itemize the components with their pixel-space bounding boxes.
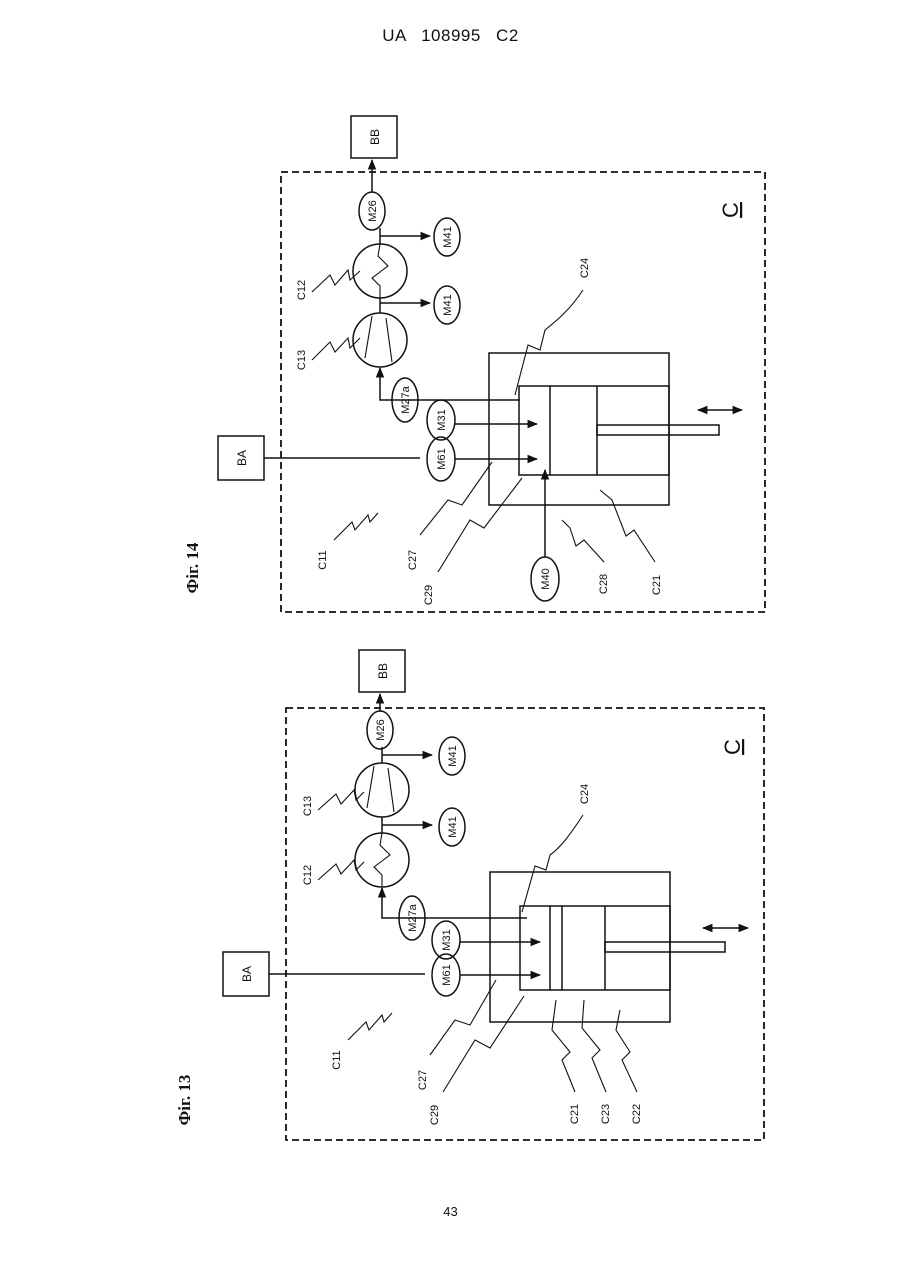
fig13-m31-label: M31 [441,929,453,950]
fig13-c23-label: C23 [600,1104,612,1124]
fig14-c29-leader [438,478,522,572]
fig14-c11-label: C11 [317,550,329,569]
fig13-c13-line-a [367,766,374,808]
fig14-m31-label: M31 [436,409,448,430]
fig14-system-label: C [718,202,743,218]
figure-14: Фіг. 14 C BA BB M61 M31 M27a [183,116,765,612]
fig13-c13-line-b [388,768,394,812]
fig14-piston-rod [597,425,719,435]
fig13-c21-leader [552,1000,575,1092]
fig14-m26-label: M26 [367,200,379,221]
fig13-c29-label: C29 [429,1105,441,1125]
fig13-c13-compressor [355,763,409,817]
fig13-c29-leader [443,996,524,1092]
fig13-m61-label: M61 [441,964,453,985]
fig14-c11-leader [334,513,378,540]
fig14-c13-line-a [365,316,372,358]
fig14-c28-label: C28 [598,574,610,594]
fig14-m40-label: M40 [540,568,552,589]
fig13-system-boundary [286,708,764,1140]
fig14-c12-zigzag [372,244,388,298]
fig14-c13-line-b [386,318,392,362]
fig13-c24-label: C24 [579,784,591,804]
fig14-c29-label: C29 [423,585,435,605]
fig13-cylinder-inner [520,906,670,990]
fig13-c12-label: C12 [302,865,314,885]
fig14-ba-label: BA [235,450,249,466]
fig14-m41a-label: M41 [442,226,454,247]
fig14-m41b-label: M41 [442,294,454,315]
fig13-c23-leader [582,1000,606,1092]
fig13-c22-label: C22 [631,1104,643,1124]
fig14-title: Фіг. 14 [183,542,202,593]
fig13-c11-leader [348,1013,392,1040]
fig13-m41a-label: M41 [447,745,459,766]
fig14-c21-label: C21 [651,575,663,595]
fig14-c21-leader [600,490,655,562]
fig13-c12-zigzag [374,833,390,887]
fig13-m41b-label: M41 [447,816,459,837]
page-number: 43 [0,1204,901,1219]
figure-13: Фіг. 13 C BA BB M61 M31 M27a [175,650,764,1140]
fig14-c13-compressor [353,313,407,367]
fig13-piston-rod [605,942,725,952]
fig13-m26-label: M26 [375,719,387,740]
fig14-cylinder-outer [489,353,669,505]
fig13-cylinder-outer [490,872,670,1022]
fig14-c28-leader [562,520,604,562]
fig13-c13-label: C13 [302,796,314,816]
fig13-ba-label: BA [240,966,254,982]
fig13-title: Фіг. 13 [175,1075,194,1126]
fig13-c21-label: C21 [569,1104,581,1124]
fig13-c11-label: C11 [331,1050,343,1069]
fig14-c12-label: C12 [296,280,308,300]
fig13-c27-leader [430,980,496,1055]
fig14-c27-label: C27 [407,550,419,570]
fig13-c27-label: C27 [417,1070,429,1090]
fig14-c13-label: C13 [296,350,308,370]
fig14-m61-label: M61 [436,448,448,469]
fig14-cylinder-inner [519,386,669,475]
fig13-m27a-line [382,888,527,918]
fig13-c24-leader [522,815,583,912]
fig14-c24-leader [515,290,583,395]
fig14-bb-label: BB [368,129,382,145]
fig13-bb-label: BB [376,663,390,679]
fig13-system-label: C [720,739,745,755]
fig14-c24-label: C24 [579,258,591,278]
fig14-system-boundary [281,172,765,612]
